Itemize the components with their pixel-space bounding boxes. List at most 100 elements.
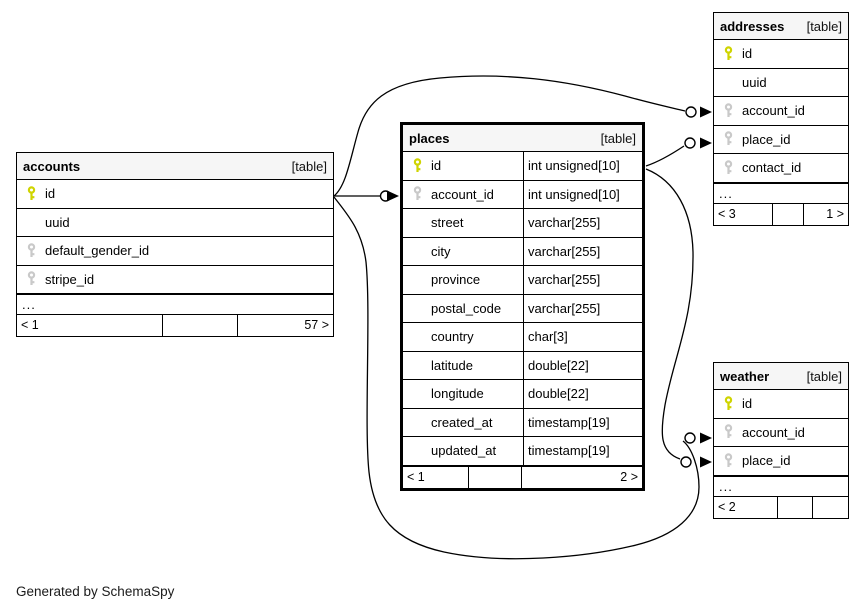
children-count: 57 > [304,318,329,332]
table-type-tag: [table] [600,130,636,146]
relationship-places-to-addresses [645,137,712,167]
children-count: 2 > [620,469,638,484]
key-icon-spacer [403,266,431,294]
column-name: uuid [45,214,70,230]
column-type: varchar[255] [523,209,642,237]
column-type: timestamp[19] [523,437,642,465]
foreign-key-icon [714,126,742,154]
column-name: id [742,396,753,411]
parents-count: < 3 [714,203,773,225]
column-name: longitude [431,386,484,401]
column-type: varchar[255] [523,294,642,322]
arrowhead [700,137,712,149]
foreign-key-icon [714,97,742,125]
footer-spacer [163,315,238,336]
column-name: street [431,215,464,230]
primary-key-icon [403,152,431,180]
column-type: int unsigned[10] [523,152,642,180]
column-row-places-created_at: created_at timestamp[19] [403,408,642,437]
column-name: id [431,158,442,173]
more-columns-ellipsis: ... [17,294,333,314]
column-row-accounts-stripe_id: stripe_id [17,266,333,294]
table-accounts-header: accounts [table] [17,153,333,180]
column-name: place_id [742,453,791,468]
parents-count: < 1 [403,466,469,488]
relationship-places-to-weather [645,168,712,468]
zero-or-one-circle [684,432,696,444]
zero-or-one-circle [684,137,696,149]
children-count: 1 > [826,206,844,221]
column-row-addresses-place_id: place_id [714,126,848,154]
table-weather-name[interactable]: weather [720,368,770,384]
footer-spacer [773,203,804,225]
footer-spacer [778,496,813,518]
column-name: latitude [431,357,473,373]
column-row-addresses-account_id: account_id [714,97,848,126]
column-name: contact_id [742,160,802,175]
key-icon-spacer [403,380,431,408]
primary-key-icon [714,40,742,68]
column-row-places-street: street varchar[255] [403,209,642,238]
foreign-key-icon [403,181,431,209]
column-row-accounts-id: id [17,180,333,209]
relationship-accounts-to-places [334,190,399,202]
parents-count: < 1 [17,315,163,336]
column-name: place_id [742,131,791,147]
arrowhead [700,432,712,444]
primary-key-icon [17,180,45,208]
column-name: id [45,186,56,201]
arrowhead [700,456,712,468]
column-row-weather-id: id [714,390,848,419]
column-row-places-account_id: account_id int unsigned[10] [403,180,642,209]
column-row-weather-place_id: place_id [714,447,848,476]
footer-spacer [469,466,522,488]
column-name: account_id [431,186,494,202]
table-places-header: places [table] [403,125,642,152]
table-accounts-name[interactable]: accounts [23,158,81,174]
arrowhead [387,190,399,202]
more-columns-ellipsis: ... [714,475,848,496]
zero-or-one-circle [379,190,392,202]
key-icon-spacer [403,409,431,437]
foreign-key-icon [17,266,45,294]
zero-or-one-circle [680,456,692,468]
column-name: default_gender_id [45,243,150,258]
column-type: varchar[255] [523,266,642,294]
foreign-key-icon [17,237,45,265]
key-icon-spacer [403,295,431,323]
more-columns-ellipsis: ... [714,182,848,203]
column-type: varchar[255] [523,237,642,265]
column-row-places-id: id int unsigned[10] [403,152,642,181]
table-type-tag: [table] [291,158,327,174]
column-name: postal_code [431,300,502,316]
key-icon-spacer [403,437,431,465]
table-weather-header: weather[table] [714,363,848,390]
table-places-footer: < 1 2 > [403,465,642,488]
column-row-addresses-id: id [714,40,848,69]
table-places-name[interactable]: places [409,130,450,146]
column-type: char[3] [523,323,642,351]
table-addresses-name[interactable]: addresses [720,18,785,34]
column-type: int unsigned[10] [523,180,642,208]
table-addresses-footer: < 3 1 > [714,202,848,225]
primary-key-icon [714,390,742,418]
generator-credit: Generated by SchemaSpy [16,584,175,599]
key-icon-spacer [403,352,431,380]
column-type: double[22] [523,380,642,408]
column-type: timestamp[19] [523,408,642,436]
key-icon-spacer [714,69,742,97]
column-row-accounts-default_gender_id: default_gender_id [17,237,333,266]
table-type-tag: [table] [806,18,842,34]
column-row-places-postal_code: postal_code varchar[255] [403,294,642,323]
parents-count: < 2 [714,496,778,518]
column-name: created_at [431,414,493,430]
column-name: id [742,46,753,61]
